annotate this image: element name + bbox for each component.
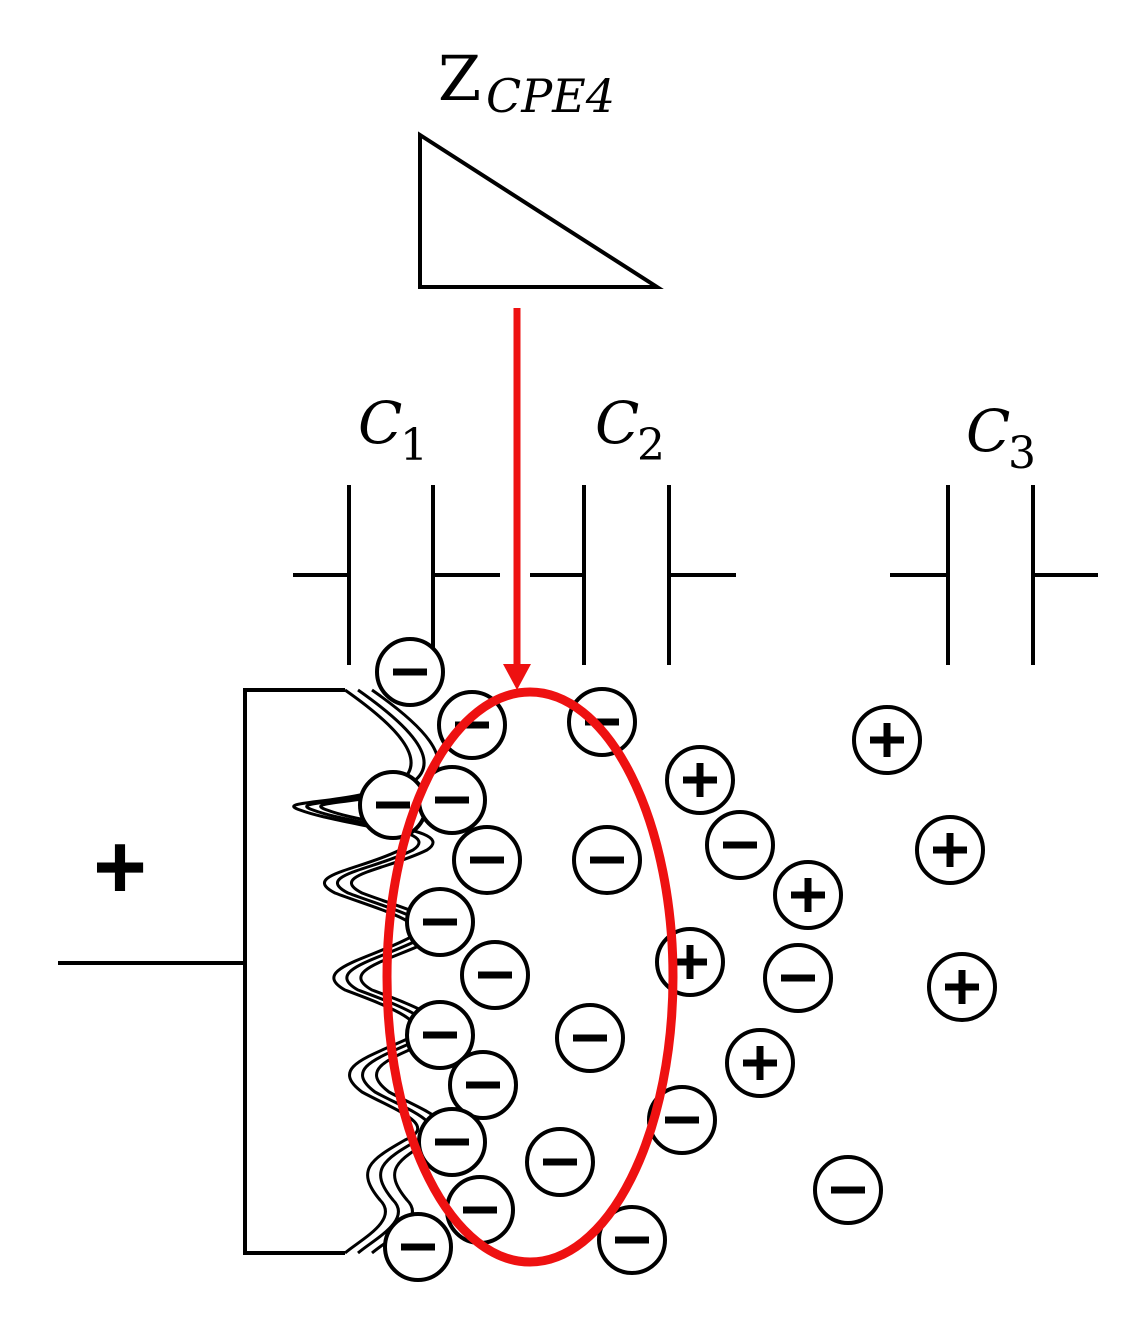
anion: [763, 943, 833, 1013]
highlight-arrowhead: [503, 664, 531, 690]
capacitor-c3: [890, 485, 1098, 665]
anion: [448, 1050, 518, 1120]
c3-label-main: C: [966, 397, 1010, 465]
electrode-charge-sign: +: [93, 816, 147, 918]
c2-label-main: C: [595, 389, 639, 457]
cation: [725, 1028, 795, 1098]
anion: [705, 810, 775, 880]
cation: [852, 705, 922, 775]
anion: [383, 1212, 453, 1282]
cation: [773, 860, 843, 930]
cation: [655, 927, 725, 997]
cation: [927, 952, 997, 1022]
anion: [417, 1107, 487, 1177]
cpe-label-main: Z: [438, 42, 481, 115]
c3-label-subscript: 3: [1008, 428, 1036, 479]
capacitor-c1: [293, 485, 500, 665]
c2-label-subscript: 2: [637, 420, 665, 471]
cpe-symbol: [418, 131, 664, 289]
anion: [375, 637, 445, 707]
anion: [572, 825, 642, 895]
anion: [567, 687, 637, 757]
c1-label-main: C: [358, 389, 402, 457]
capacitor-c2: [530, 485, 736, 665]
anion: [597, 1205, 667, 1275]
anion: [813, 1155, 883, 1225]
anion: [452, 825, 522, 895]
anion: [405, 1000, 475, 1070]
anion: [647, 1085, 717, 1155]
anion: [445, 1175, 515, 1245]
cation: [915, 815, 985, 885]
anion: [460, 940, 530, 1010]
electrode-body: [243, 688, 345, 1255]
cation: [665, 745, 735, 815]
anion: [525, 1127, 595, 1197]
anion: [555, 1003, 625, 1073]
anion: [417, 765, 487, 835]
cpe-label-subscript: CPE4: [486, 69, 615, 123]
highlight-ellipse: [382, 687, 678, 1267]
anion: [405, 887, 475, 957]
c1-label-subscript: 1: [400, 420, 428, 471]
